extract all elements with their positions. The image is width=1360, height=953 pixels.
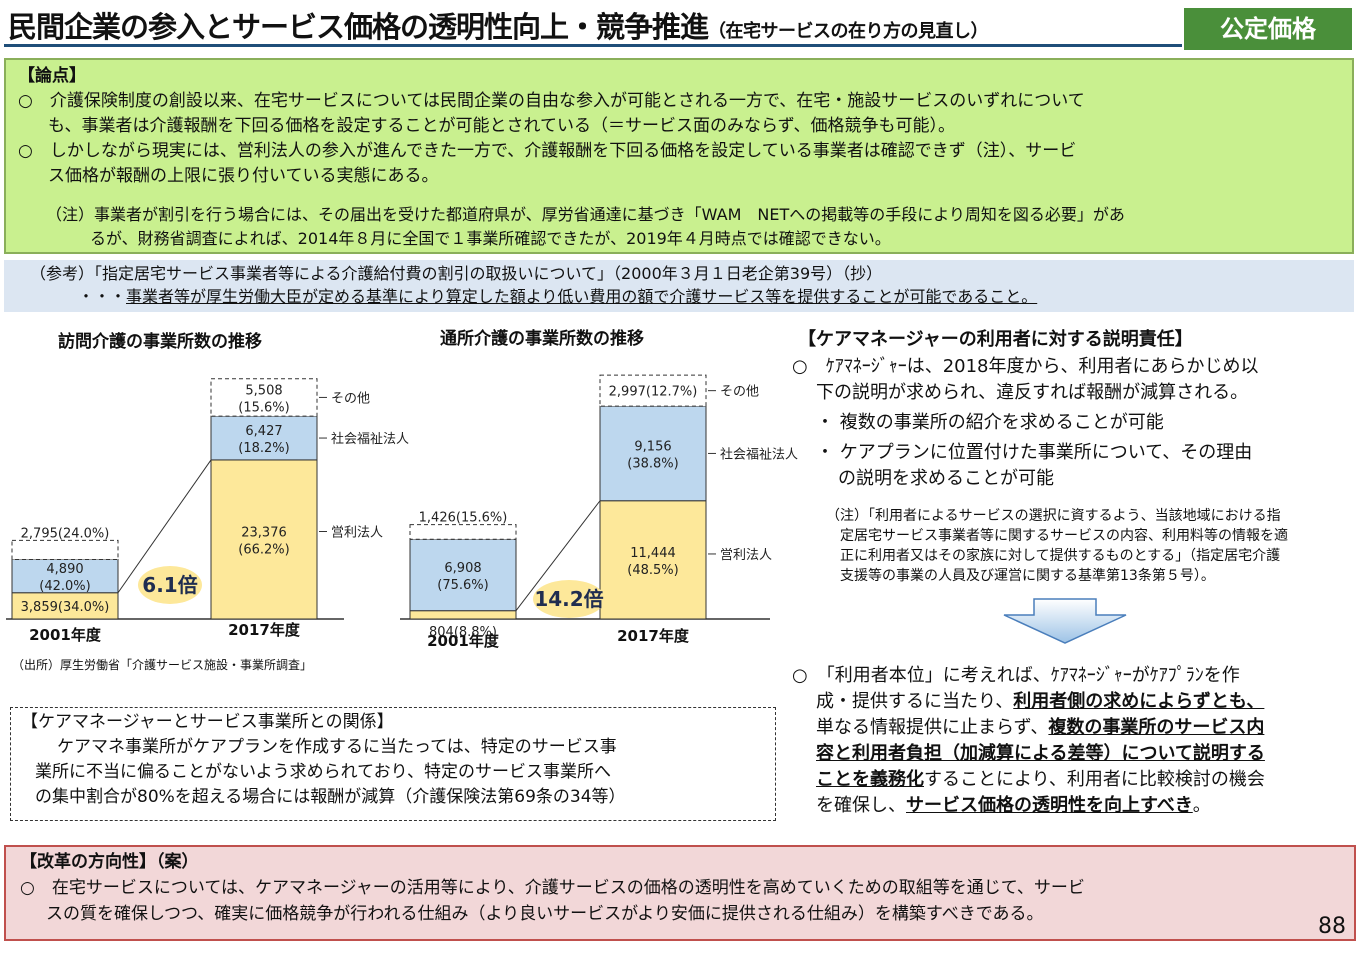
chart-1-bar-2-1 [210, 459, 318, 620]
chart-1-value-1-2-2: (42.0%) [39, 579, 90, 594]
chart-2-bar-1-2 [409, 538, 517, 612]
chart-2-value-1-3-1: 1,426(15.6%) [419, 511, 508, 526]
chart-2-category-label-2: 社会福祉法人 [720, 446, 798, 462]
conclusion-text: ○ 「利用者本位」に考えれば、ｹｱﾏﾈｰｼﾞｬｰがｹｱﾌﾟﾗﾝを作 成・提供する… [792, 663, 1265, 819]
conclusion-line-6: を確保し、サービス価格の透明性を向上すべき。 [816, 795, 1211, 816]
chart-source: （出所）厚生労働省「介護サービス施設・事業所調査」 [12, 658, 313, 672]
conclusion-line-3: 単なる情報提供に止まらず、複数の事業所のサービス内 [816, 717, 1265, 738]
chart-2-growth-line-top [515, 500, 601, 611]
chart-2-bar-1-3 [409, 524, 517, 540]
chart-1-value-2-3-1: 5,508 [245, 383, 282, 398]
responsibility-bullet-2: ・ ケアプランに位置付けた事業所について、その理由の説明を求めることが可能 [816, 442, 1253, 489]
chart-1-bar-1-1 [11, 592, 119, 620]
responsibility-point: ○ ｹｱﾏﾈｰｼﾞｬｰは、2018年度から、利用者にあらかじめ以下の説明が求めら… [792, 356, 1259, 403]
chart-2-year-label-1: 2001年度 [427, 632, 500, 650]
reform-point: ○ 在宅サービスについては、ケアマネージャーの活用等により、介護サービスの価格の… [20, 878, 1085, 924]
bar-charts: 2001年度 3,859(34.0%) 4,890 (42.0%) 2,795(24.0… [6, 374, 798, 650]
reform-heading: 【改革の方向性】（案） [20, 852, 199, 872]
chart-1-value-1-3-1: 2,795(24.0%) [21, 526, 110, 541]
caremanager-relation-box: 【ケアマネージャーとサービス事業所との関係】 ケアマネ事業所がケアプランを作成す… [10, 707, 776, 821]
chart-2-value-2-1-1: 11,444 [630, 546, 676, 561]
chart-1-value-2-1-2: (66.2%) [238, 542, 289, 557]
chart-2-value-2-3-1: 2,997(12.7%) [609, 385, 698, 400]
chart-1-growth-line-top [117, 459, 212, 594]
chart-2-value-2-2-2: (38.8%) [627, 456, 678, 471]
issues-note: （注）事業者が割引を行う場合には、その届出を受けた都道府県が、厚労省通達に基づき… [46, 205, 1125, 248]
reference-box: （参考）「指定居宅サービス事業者等による介護給付費の割引の取扱いについて」（20… [4, 260, 1354, 312]
chart-2-year-label-2: 2017年度 [617, 627, 690, 645]
page-number: 88 [1318, 914, 1346, 939]
conclusion-line-2: 成・提供するに当たり、利用者側の求めによらずとも、 [816, 691, 1265, 712]
conclusion-line-1: ○ 「利用者本位」に考えれば、ｹｱﾏﾈｰｼﾞｬｰがｹｱﾌﾟﾗﾝを作 [792, 665, 1240, 686]
responsibility-heading: 【ケアマネージャーの利用者に対する説明責任】 [798, 329, 1193, 350]
chart-1-year-label-2: 2017年度 [228, 621, 301, 639]
category-badge: 公定価格 [1184, 8, 1352, 50]
responsibility-note: （注）「利用者によるサービスの選択に資するよう、当該地域における指 定居宅サービ… [826, 508, 1288, 584]
chart-2-value-1-1-1: 804(8.8%) [429, 625, 497, 640]
chart-2-bar-2-1 [599, 500, 707, 620]
chart-1-multiplier-circle [138, 566, 202, 604]
chart-1-bar-2-3 [210, 378, 318, 417]
chart-1-bar-1-3 [11, 539, 119, 560]
relation-line-1: ケアマネ事業所がケアプランを作成するに当たっては、特定のサービス事 [57, 737, 617, 757]
issues-point-1: ○ 介護保険制度の創設以来、在宅サービスについては民間企業の自由な参入が可能とさ… [18, 91, 1085, 136]
chart-1-value-2-2-2: (18.2%) [238, 441, 289, 456]
chart-2-multiplier-label: 14.2倍 [534, 587, 603, 611]
chart-1-value-2-1-1: 23,376 [241, 525, 287, 540]
chart-2-multiplier-circle [533, 580, 605, 618]
relation-line-3: の集中割合が80%を超える場合には報酬が減算（介護保険法第69条の34等） [35, 787, 626, 807]
reference-line-1: （参考）「指定居宅サービス事業者等による介護給付費の割引の取扱いについて」（20… [30, 264, 883, 283]
chart-2-bar-1-1 [409, 610, 517, 620]
chart-1-category-label-3: その他 [331, 391, 370, 406]
issues-box: 【論点】 ○ 介護保険制度の創設以来、在宅サービスについては民間企業の自由な参入… [4, 58, 1354, 254]
relation-line-2: 業所に不当に偏ることがないよう求められており、特定のサービス事業所へ [35, 762, 611, 782]
page-title: 民間企業の参入とサービス価格の透明性向上・競争推進（在宅サービスの在り方の見直し… [8, 4, 989, 46]
conclusion-line-4: 容と利用者負担（加減算による差等）について説明する [816, 743, 1265, 764]
chart-2-value-2-1-2: (48.5%) [627, 563, 678, 578]
chart-1-bar-2-2 [210, 415, 318, 461]
chart-1-title: 訪問介護の事業所数の推移 [58, 332, 262, 352]
chart-2-bar-2-3 [599, 374, 707, 407]
chart-2-category-label-3: その他 [720, 385, 759, 400]
chart-1-category-label-1: 営利法人 [331, 526, 383, 541]
chart-1-value-1-1-1: 3,859(34.0%) [21, 600, 110, 615]
issues-point-2: ○ しかしながら現実には、営利法人の参入が進んできた一方で、介護報酬を下回る価格… [18, 141, 1077, 186]
responsibility-body: ○ ｹｱﾏﾈｰｼﾞｬｰは、2018年度から、利用者にあらかじめ以下の説明が求めら… [792, 354, 1348, 492]
title-underline [4, 44, 1182, 47]
chart-2-value-1-2-1: 6,908 [444, 561, 481, 576]
chart-1-value-2-3-2: (15.6%) [238, 400, 289, 415]
chart-1-value-2-2-1: 6,427 [245, 424, 282, 439]
issues-heading: 【論点】 [18, 66, 86, 86]
chart-2-bar-2-2 [599, 405, 707, 502]
chart-1-bar-1-2 [11, 558, 119, 594]
chart-1-year-label-1: 2001年度 [29, 626, 102, 644]
chart-2-value-1-2-2: (75.6%) [437, 578, 488, 593]
down-arrow-icon [1003, 598, 1127, 644]
chart-1-value-1-2-1: 4,890 [46, 562, 83, 577]
title-sub: （在宅サービスの在り方の見直し） [708, 21, 989, 42]
reference-line-2: ・・・事業者等が厚生労働大臣が定める基準により算定した額より低い費用の額で介護サ… [78, 287, 1038, 306]
responsibility-bullet-1: ・ 複数の事業所の紹介を求めることが可能 [816, 412, 1164, 433]
chart-2-category-label-1: 営利法人 [720, 548, 772, 563]
chart-2-value-2-2-1: 9,156 [634, 439, 671, 454]
chart-1-multiplier-label: 6.1倍 [142, 573, 197, 597]
title-main: 民間企業の参入とサービス価格の透明性向上・競争推進 [8, 10, 709, 44]
relation-heading: 【ケアマネージャーとサービス事業所との関係】 [21, 712, 394, 732]
chart-1-category-label-2: 社会福祉法人 [331, 431, 409, 447]
reform-box: 【改革の方向性】（案） ○ 在宅サービスについては、ケアマネージャーの活用等によ… [4, 845, 1356, 941]
chart-2-title: 通所介護の事業所数の推移 [440, 329, 644, 349]
conclusion-line-5: ことを義務化することにより、利用者に比較検討の機会 [816, 769, 1265, 790]
